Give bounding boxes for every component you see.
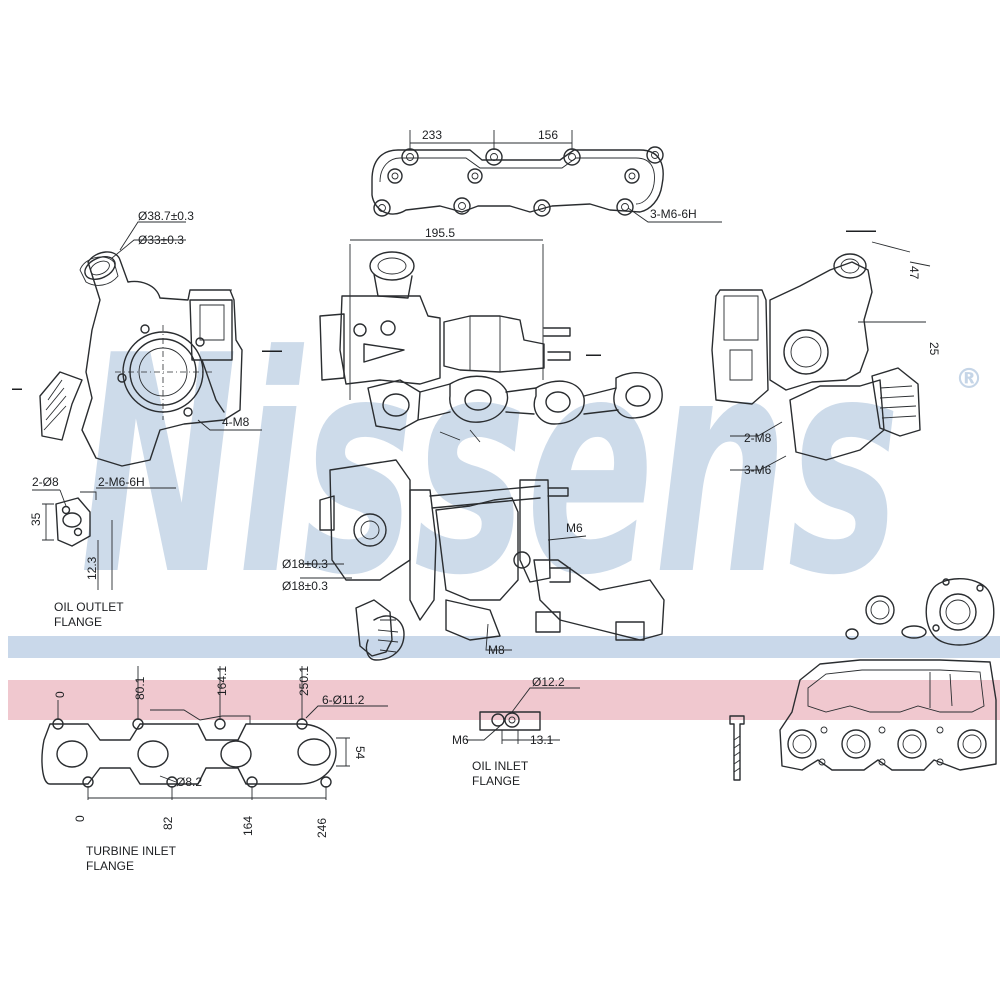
dim-233: 233 <box>422 128 442 142</box>
side-dia-18-b: Ø18±0.3 <box>282 579 328 593</box>
turbine-inlet-flange: 0 80.1 164.1 250.1 0 82 164 246 6-Ø11.2 … <box>41 666 388 873</box>
side-m6: M6 <box>566 521 583 535</box>
oil-outlet-thread: 2-M6-6H <box>98 475 145 489</box>
watermark-pink-band <box>8 680 1000 720</box>
top-view-flange: 233 156 3-M6-6H <box>371 128 722 223</box>
oil-inlet-flange: Ø12.2 M6 13.1 OIL INLET FLANGE <box>452 675 580 788</box>
inlet-holes-6-11-2: 6-Ø11.2 <box>322 693 365 707</box>
side-view-turbo: Ø18±0.3 Ø18±0.3 M6 M8 <box>282 459 665 661</box>
bolt-note-3-m6: 3-M6 <box>744 463 772 477</box>
inlet-title-1: TURBINE INLET <box>86 844 177 858</box>
dim-47: 47 <box>907 266 921 280</box>
right-view-turbo: 47 25 2-M8 3-M6 ▬▬▬▬▬▬ <box>711 228 941 477</box>
oil-outlet-title-1: OIL OUTLET <box>54 600 124 614</box>
center-right-note: ▬▬▬ <box>586 352 601 358</box>
side-dia-18-a: Ø18±0.3 <box>282 557 328 571</box>
watermark-registered-mark: ® <box>955 362 983 395</box>
oil-inlet-title-1: OIL INLET <box>472 759 529 773</box>
oil-outlet-flange: 2-Ø8 2-M6-6H 35 12.3 OIL OUTLET FLANGE <box>29 475 176 629</box>
dia-inner-33: Ø33±0.3 <box>138 233 184 247</box>
gasket-accessories <box>779 578 997 771</box>
oil-outlet-holes: 2-Ø8 <box>32 475 59 489</box>
inlet-bottom-82: 82 <box>161 816 175 830</box>
right-top-note: ▬▬▬▬▬▬ <box>846 228 876 234</box>
inlet-title-2: FLANGE <box>86 859 134 873</box>
inlet-port-8-2: Ø8.2 <box>176 775 202 789</box>
oil-outlet-title-2: FLANGE <box>54 615 102 629</box>
dim-195-5: 195.5 <box>425 226 455 240</box>
watermark-blue-band <box>8 636 1000 658</box>
left-note: ▬▬ <box>12 386 22 392</box>
inlet-height-54: 54 <box>353 746 367 760</box>
dia-outer-38-7: Ø38.7±0.3 <box>138 209 194 223</box>
bolt-note-3-m6-6h: 3-M6-6H <box>650 207 697 221</box>
dim-156: 156 <box>538 128 558 142</box>
inlet-top-250-1: 250.1 <box>297 666 311 696</box>
side-m8: M8 <box>488 643 505 657</box>
inlet-bottom-0: 0 <box>73 815 87 822</box>
center-view-turbo: 195.5 ▬▬▬▬ ▬▬▬ <box>262 226 663 443</box>
inlet-top-80-1: 80.1 <box>133 676 147 700</box>
bolt-note-4-m8: 4-M8 <box>222 415 250 429</box>
inlet-bottom-164: 164 <box>241 816 255 836</box>
inlet-bottom-246: 246 <box>315 818 329 838</box>
inlet-top-0: 0 <box>53 691 67 698</box>
oil-inlet-dim-13-1: 13.1 <box>530 733 554 747</box>
oil-outlet-dim-12-3: 12.3 <box>85 556 99 580</box>
bolt-accessory <box>729 715 745 781</box>
oil-inlet-dia-12-2: Ø12.2 <box>532 675 565 689</box>
oil-inlet-title-2: FLANGE <box>472 774 520 788</box>
oil-outlet-dim-35: 35 <box>29 512 43 526</box>
dim-25: 25 <box>927 342 941 356</box>
left-view-turbo: 4-M8 Ø38.7±0.3 Ø33±0.3 ▬▬ <box>12 209 262 467</box>
inlet-top-164-1: 164.1 <box>215 666 229 696</box>
watermark-brand: Nissens <box>80 292 900 641</box>
oil-inlet-thread-m6: M6 <box>452 733 469 747</box>
bolt-note-2-m8: 2-M8 <box>744 431 772 445</box>
center-left-note: ▬▬▬▬ <box>262 348 282 354</box>
